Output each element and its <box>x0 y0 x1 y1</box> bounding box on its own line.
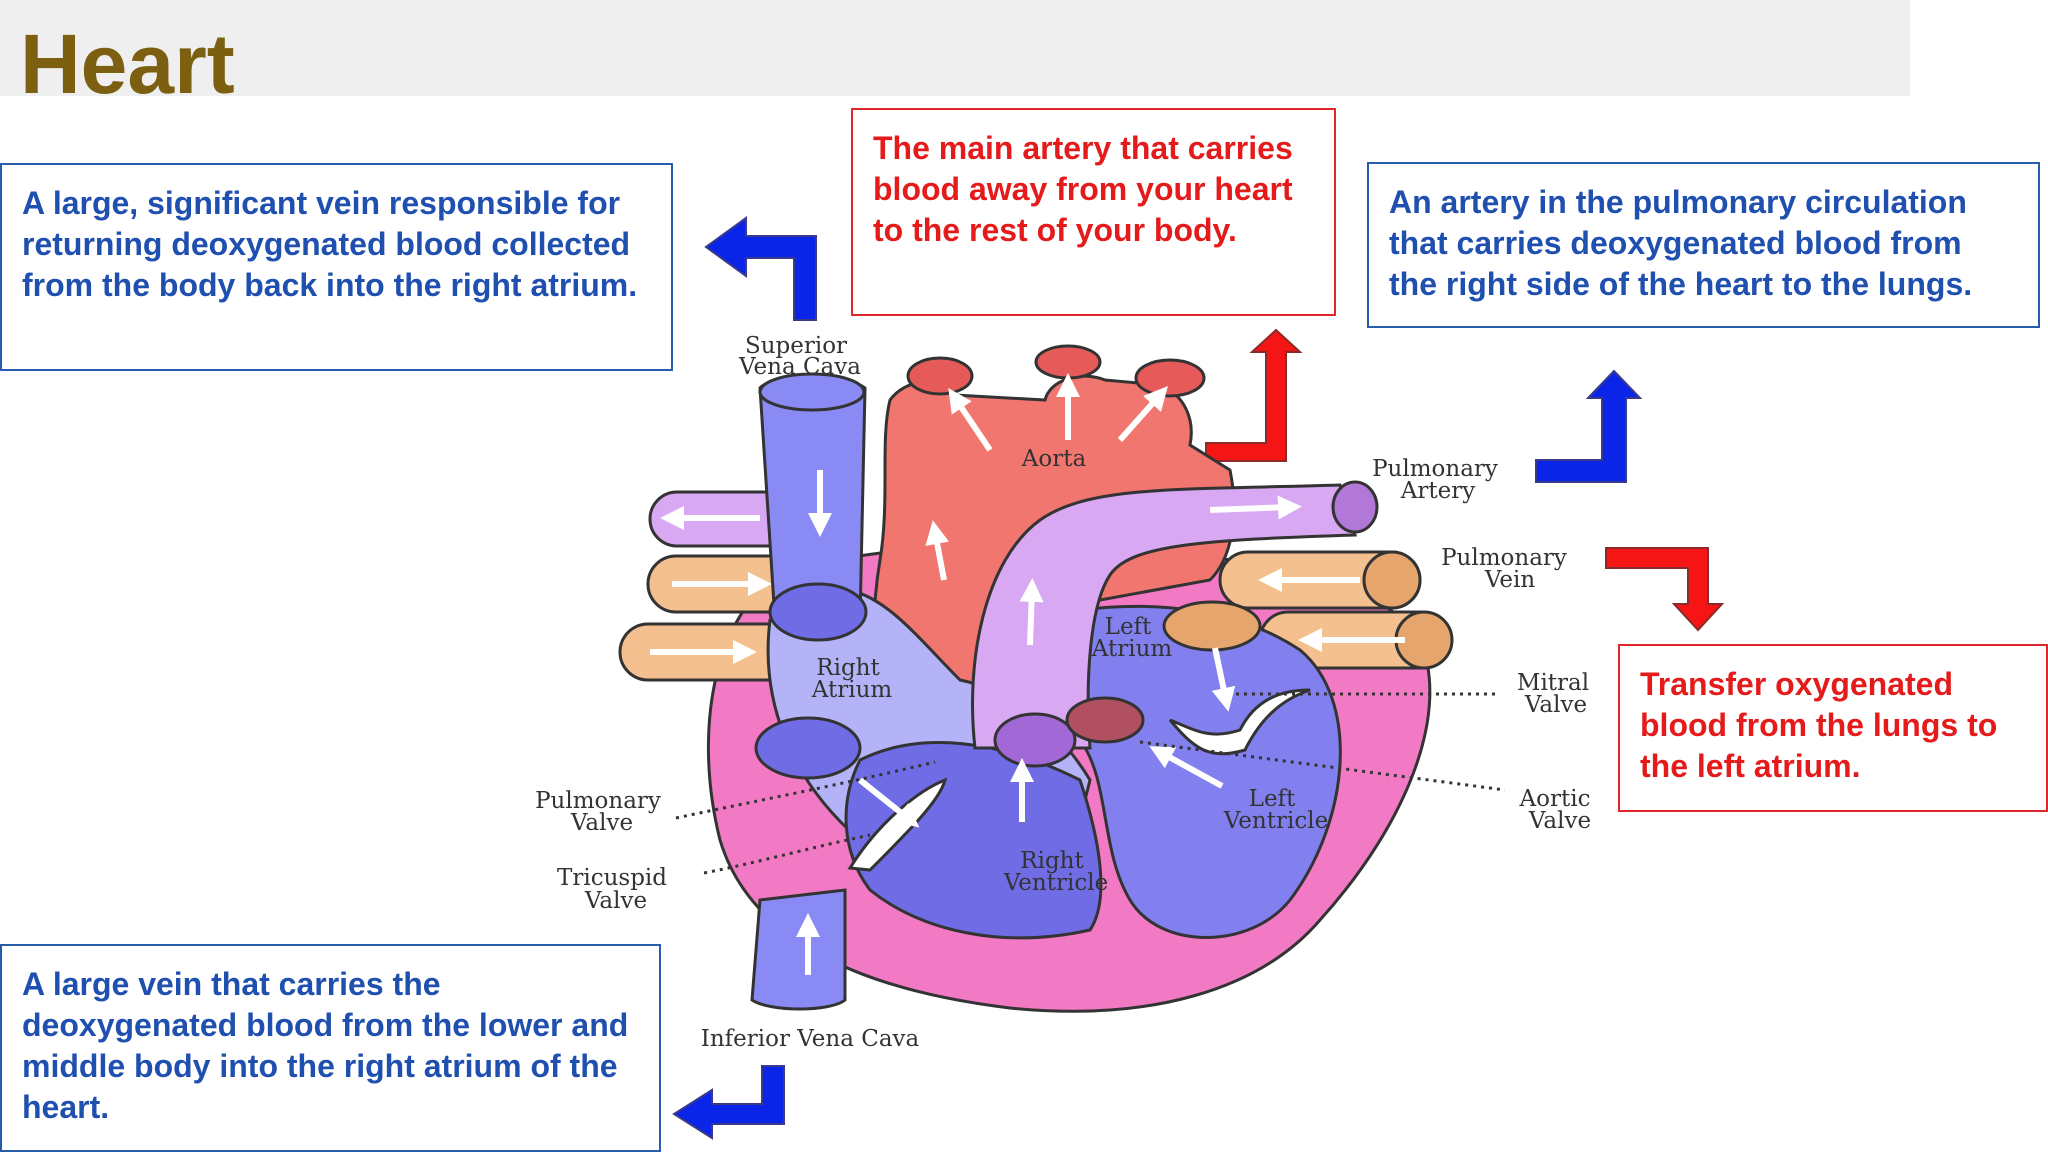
ivc-opening <box>754 716 862 780</box>
label-aorta: Aorta <box>1021 446 1087 472</box>
svc-atrium-opening <box>768 582 868 642</box>
label-aortic-valve: Aortic <box>1519 786 1591 812</box>
left-atrium-opening <box>1162 600 1262 652</box>
aorta-flow-arrows <box>925 373 1168 581</box>
label-pulmonary-valve-2: Valve <box>570 810 633 836</box>
inferior-vena-cava <box>750 888 847 1011</box>
label-right-atrium-2: Atrium <box>811 677 893 703</box>
pa-flow-arrow-1 <box>1019 578 1044 646</box>
label-mitral-valve-2: Valve <box>1524 692 1587 718</box>
label-pulmonary-vein: Pulmonary <box>1441 545 1567 571</box>
aortic-valve-shape <box>1065 696 1145 744</box>
callout-inferior-vena-cava: A large vein that carries the deoxygenat… <box>0 944 661 1152</box>
mitral-valve-leaflet <box>1168 688 1311 756</box>
page-title: Heart <box>20 17 235 111</box>
aorta-branch-1 <box>906 356 974 396</box>
aorta-branch-3 <box>1134 358 1206 398</box>
label-mitral-valve: Mitral <box>1517 670 1589 696</box>
title-bar <box>0 0 1910 96</box>
label-tricuspid-valve-2: Valve <box>584 888 647 914</box>
label-superior-vena-cava: Superior <box>745 333 847 359</box>
label-pulmonary-valve: Pulmonary <box>535 788 661 814</box>
label-pulmonary-artery-2: Artery <box>1400 478 1475 504</box>
pulmonary-valve-shape <box>993 712 1077 768</box>
pa-flow-arrow-2 <box>1209 495 1302 520</box>
label-aortic-valve-2: Valve <box>1528 808 1591 834</box>
pulmonary-vein-pointer-arrow <box>1605 547 1725 632</box>
label-right-ventricle-2: Ventricle <box>1003 870 1108 896</box>
callout-pulmonary-artery: An artery in the pulmonary circulation t… <box>1367 162 2040 328</box>
leader-lines <box>675 692 1506 875</box>
aorta-pointer-arrow <box>1205 328 1303 462</box>
callout-superior-vena-cava: A large, significant vein responsible fo… <box>0 163 673 371</box>
ivc-pointer-arrow <box>672 1065 785 1140</box>
right-pulmonary-veins <box>1218 550 1454 670</box>
label-left-ventricle: Left <box>1249 786 1296 812</box>
label-left-atrium-2: Atrium <box>1091 636 1173 662</box>
label-left-atrium: Left <box>1105 614 1152 640</box>
lv-flow-arrow <box>1149 746 1224 789</box>
label-right-ventricle: Right <box>1020 848 1084 874</box>
pulmonary-artery-end <box>1331 480 1379 534</box>
label-pulmonary-vein-2: Vein <box>1484 567 1535 593</box>
label-left-ventricle-2: Ventricle <box>1223 808 1328 834</box>
label-right-atrium: Right <box>816 655 880 681</box>
pulmonary-artery <box>971 483 1357 750</box>
label-pulmonary-artery: Pulmonary <box>1372 456 1498 482</box>
label-inferior-vena-cava: Inferior Vena Cava <box>701 1026 920 1052</box>
callout-aorta: The main artery that carries blood away … <box>851 108 1336 316</box>
svc-pointer-arrow <box>704 216 817 321</box>
ra-flow-arrow <box>858 777 920 828</box>
la-flow-arrow <box>1211 647 1236 712</box>
callout-pulmonary-vein: Transfer oxygenated blood from the lungs… <box>1618 644 2048 812</box>
label-superior-vena-cava-2: Vena Cava <box>738 354 861 380</box>
aorta-branch-2 <box>1034 344 1102 380</box>
svc-opening <box>758 372 866 412</box>
label-tricuspid-valve: Tricuspid <box>557 865 667 891</box>
pulmonary-artery-pointer-arrow <box>1535 369 1643 483</box>
